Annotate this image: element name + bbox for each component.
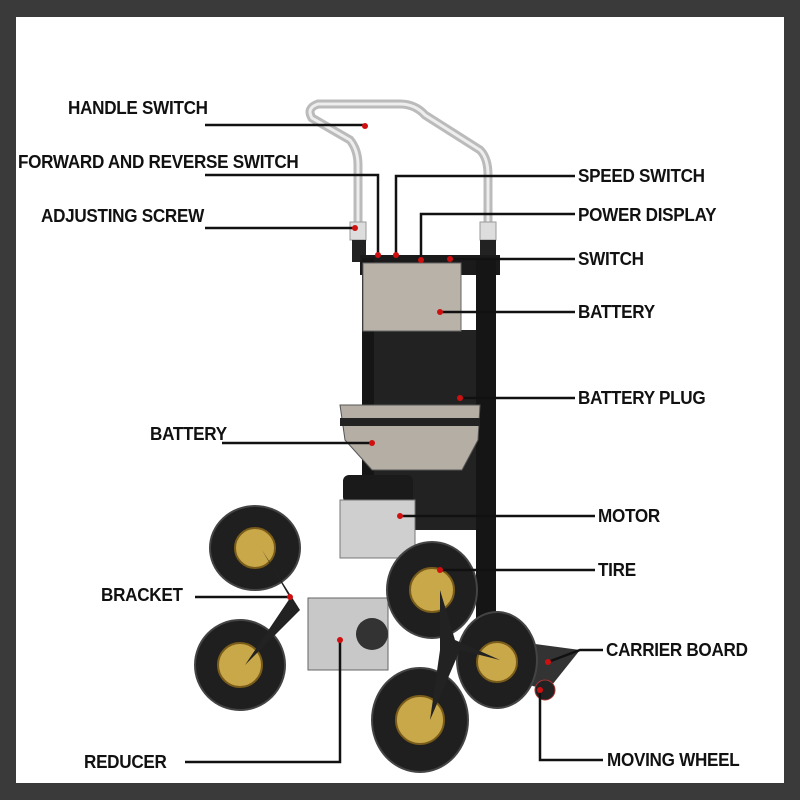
leader-line xyxy=(419,212,575,260)
hub xyxy=(217,642,263,688)
lower-battery-strap xyxy=(340,418,480,426)
leader-lines xyxy=(185,123,603,764)
lower-battery-box xyxy=(339,404,481,471)
reducer-shaft xyxy=(356,618,388,650)
leader-line xyxy=(185,640,342,764)
hub xyxy=(409,567,455,613)
marker-dot xyxy=(375,252,381,258)
marker-dot xyxy=(337,637,343,643)
marker-dot xyxy=(437,309,443,315)
motor-body xyxy=(339,499,416,559)
hub xyxy=(476,641,518,683)
label-carrier-board: CARRIER BOARD xyxy=(606,640,748,660)
leader-line xyxy=(538,690,603,762)
label-motor: MOTOR xyxy=(598,506,660,526)
adjusting-screw-collar xyxy=(349,221,367,241)
label-battery-lower: BATTERY xyxy=(150,424,227,444)
handle-bar-highlight xyxy=(308,102,490,240)
label-power-display: POWER DISPLAY xyxy=(578,205,717,225)
marker-dot xyxy=(457,395,463,401)
leader-line xyxy=(394,174,575,255)
bracket-right xyxy=(430,590,500,720)
marker-dot xyxy=(437,567,443,573)
marker-dot xyxy=(545,659,551,665)
label-battery-plug: BATTERY PLUG xyxy=(578,388,706,408)
label-bracket: BRACKET xyxy=(101,585,183,605)
label-adjusting-screw: ADJUSTING SCREW xyxy=(41,206,204,226)
right-collar xyxy=(479,221,497,241)
marker-dot xyxy=(352,225,358,231)
marker-dot xyxy=(287,594,293,600)
label-speed-switch: SPEED SWITCH xyxy=(578,166,705,186)
label-reducer: REDUCER xyxy=(84,752,167,772)
marker-dot xyxy=(393,252,399,258)
label-handle-switch: HANDLE SWITCH xyxy=(68,98,208,118)
label-tire: TIRE xyxy=(598,560,636,580)
label-battery-upper: BATTERY xyxy=(578,302,655,322)
motor-cap xyxy=(343,475,413,503)
marker-dot xyxy=(537,687,543,693)
marker-dot xyxy=(447,256,453,262)
leader-line xyxy=(205,173,380,255)
label-switch: SWITCH xyxy=(578,249,644,269)
marker-dot xyxy=(369,440,375,446)
bracket-left xyxy=(245,550,300,665)
marker-dot xyxy=(397,513,403,519)
frame-rail-right xyxy=(476,258,496,628)
hub xyxy=(234,527,276,569)
label-moving-wheel: MOVING WHEEL xyxy=(607,750,740,770)
marker-dot xyxy=(418,257,424,263)
upper-battery-box xyxy=(362,262,462,332)
label-forward-reverse-switch: FORWARD AND REVERSE SWITCH xyxy=(18,152,299,172)
marker-dot xyxy=(362,123,368,129)
marker-dots xyxy=(287,123,551,693)
leader-line xyxy=(547,648,603,664)
